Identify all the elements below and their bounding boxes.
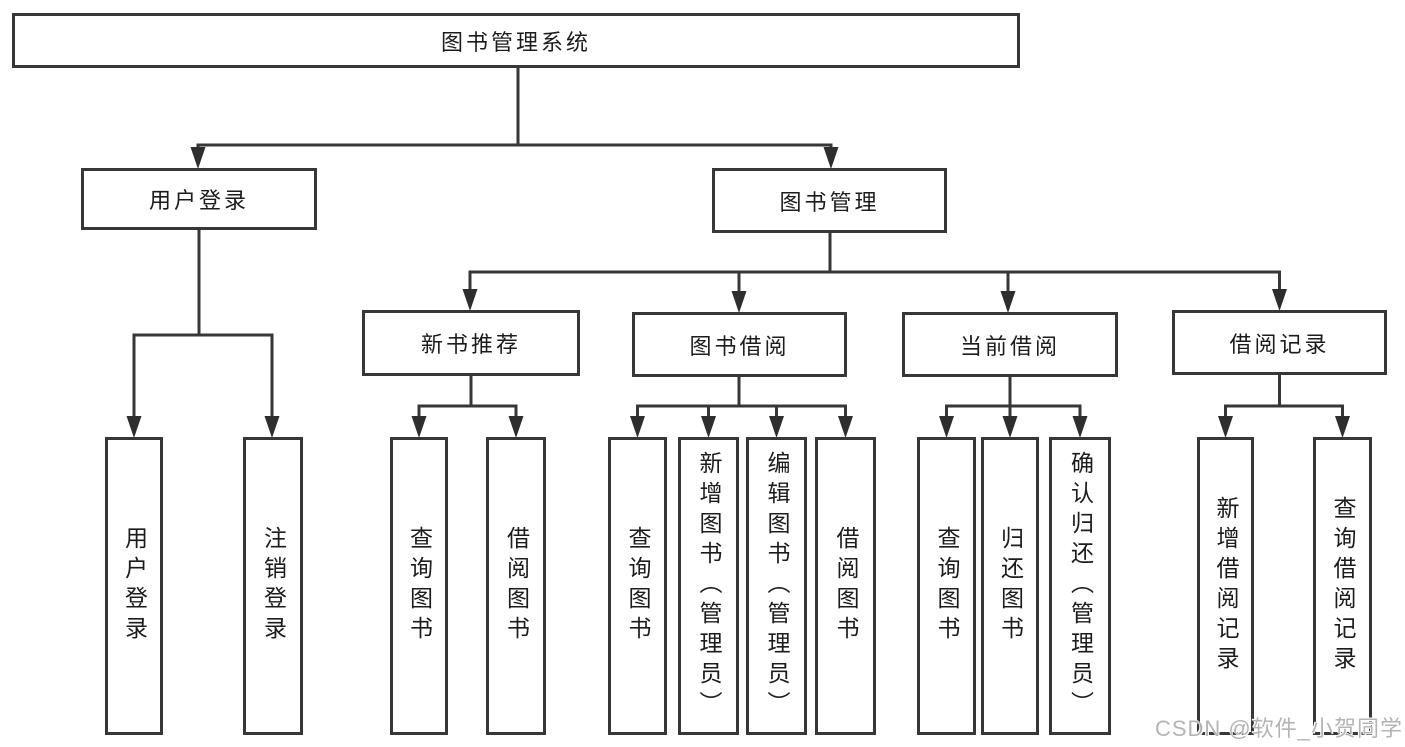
leaf-logout: 注销登录 [243,437,303,735]
arrowheads-leaf-level [411,416,1350,438]
leaf-user-login-label: 用户登录 [121,526,148,646]
node-book-borrowing-label: 图书借阅 [689,333,790,359]
leaf-add-borrow-record-label: 新增借阅记录 [1213,496,1239,676]
connector-current-borrow-children [945,376,1082,421]
arrowheads-book-mgmt-children [462,289,1287,313]
connector-user-login-children [132,229,274,421]
node-user-login: 用户登录 [81,168,317,230]
csdn-watermark: CSDN @软件_小贺同学 [1154,716,1403,741]
connector-new-book-children [417,374,518,421]
arrowheads-level2 [190,147,839,169]
leaf-query-books-recommend-label: 查询图书 [406,526,433,646]
node-library-system-label: 图书管理系统 [440,29,591,55]
leaf-add-books-admin: 新增图书（管理员） [678,437,739,735]
leaf-logout-label: 注销登录 [260,526,287,646]
node-book-management-label: 图书管理 [779,189,880,215]
leaf-query-books-current: 查询图书 [917,437,976,735]
connector-borrow-record-children [1224,374,1344,421]
leaf-borrow-books-label: 借阅图书 [833,526,859,646]
leaf-return-books-label: 归还图书 [997,526,1024,646]
node-borrowing-records-label: 借阅记录 [1229,331,1330,357]
leaf-edit-books-admin-label: 编辑图书（管理员） [764,451,790,721]
node-user-login-label: 用户登录 [148,188,249,213]
node-book-borrowing: 图书借阅 [632,312,847,377]
leaf-borrow-books: 借阅图书 [815,437,876,735]
leaf-borrow-books-recommend-label: 借阅图书 [503,526,530,646]
leaf-query-books-borrowing: 查询图书 [608,437,667,735]
leaf-add-books-admin-label: 新增图书（管理员） [696,451,722,721]
leaf-user-login: 用户登录 [105,437,163,735]
leaf-query-borrow-record: 查询借阅记录 [1313,437,1372,735]
node-current-borrowing-label: 当前借阅 [959,333,1060,359]
node-new-book-recommend: 新书推荐 [362,310,580,376]
arrowheads-user-login-children [126,416,280,438]
leaf-return-books: 归还图书 [981,437,1039,735]
node-new-book-recommend-label: 新书推荐 [420,332,521,357]
connector-book-borrow-children [636,376,847,421]
node-book-management: 图书管理 [712,168,947,233]
leaf-confirm-return-admin-label: 确认归还（管理员） [1067,451,1094,721]
leaf-query-books-current-label: 查询图书 [934,526,960,646]
leaf-query-books-borrowing-label: 查询图书 [625,526,651,646]
leaf-borrow-books-recommend: 借阅图书 [486,437,546,735]
leaf-edit-books-admin: 编辑图书（管理员） [746,437,807,735]
leaf-add-borrow-record: 新增借阅记录 [1197,437,1254,735]
leaf-query-borrow-record-label: 查询借阅记录 [1330,496,1356,676]
node-borrowing-records: 借阅记录 [1172,310,1387,375]
connector-book-mgmt-children [468,232,1281,295]
leaf-query-books-recommend: 查询图书 [390,437,448,735]
leaf-confirm-return-admin: 确认归还（管理员） [1049,437,1111,735]
node-current-borrowing: 当前借阅 [902,312,1118,377]
connector-root-to-level2 [196,68,833,150]
node-library-system: 图书管理系统 [12,13,1020,68]
